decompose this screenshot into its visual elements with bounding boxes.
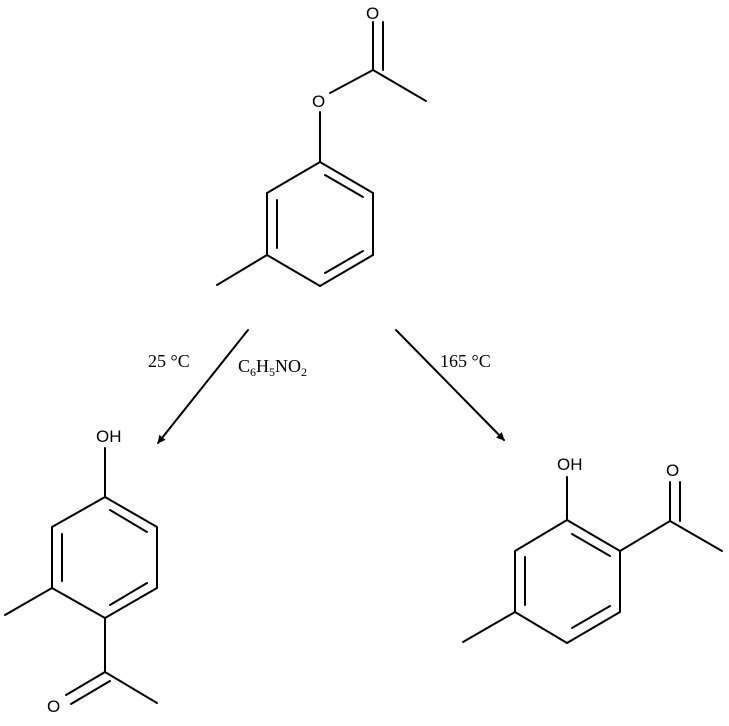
left-carbonyl-oxygen-label: O xyxy=(47,697,60,716)
solvent-label: C6H5NO2 xyxy=(238,356,307,379)
ester-oxygen-label: O xyxy=(312,92,325,111)
reaction-conditions: 25 °C C6H5NO2 165 °C xyxy=(148,351,491,379)
arrow-left xyxy=(157,329,249,444)
product-left-para-hydroxy: OH O xyxy=(4,427,158,716)
product-right-ortho-hydroxy: OH O xyxy=(462,455,723,644)
ortho-hydroxyl-label: OH xyxy=(557,455,583,474)
reactant-m-tolyl-acetate: O O xyxy=(216,4,427,287)
carbonyl-oxygen-label: O xyxy=(366,4,379,23)
reaction-arrows xyxy=(157,329,505,444)
right-carbonyl-oxygen-label: O xyxy=(666,461,679,480)
para-hydroxyl-label: OH xyxy=(96,427,122,446)
left-temperature-label: 25 °C xyxy=(148,351,190,371)
right-temperature-label: 165 °C xyxy=(440,351,491,371)
arrow-right xyxy=(395,329,505,441)
